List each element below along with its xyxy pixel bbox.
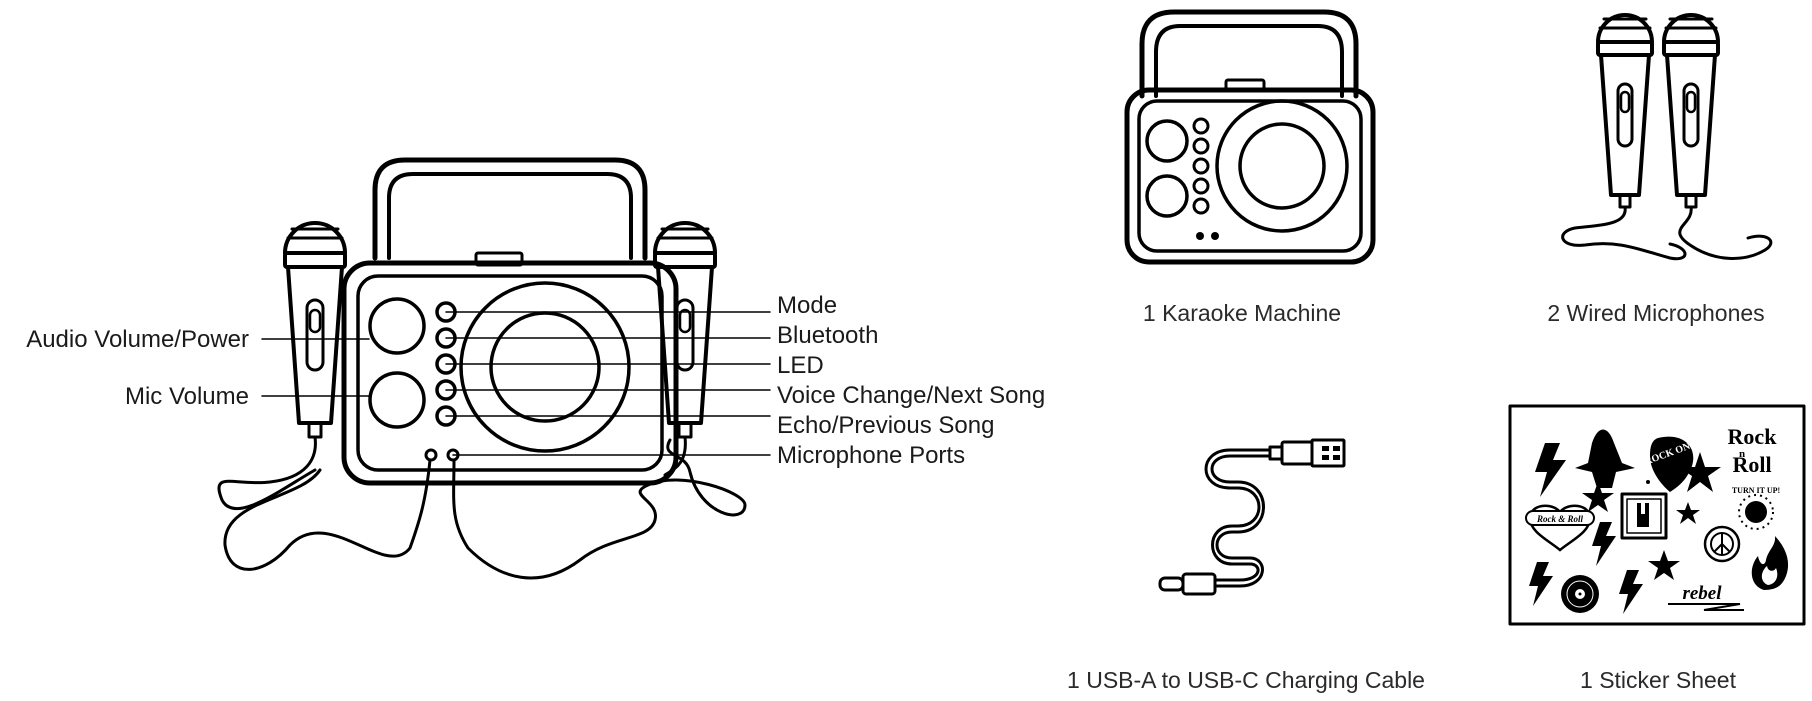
label-echo: Echo/Previous Song	[777, 412, 994, 439]
caption-karaoke-machine: 1 Karaoke Machine	[1143, 300, 1341, 326]
right-microphone	[653, 221, 717, 477]
sticker-rock-and-roll: Rock & Roll	[1536, 514, 1584, 524]
sticker-rebel: rebel	[1682, 583, 1722, 604]
two-microphones	[1561, 13, 1773, 261]
label-voice-change: Voice Change/Next Song	[777, 382, 1045, 409]
caption-microphones: 2 Wired Microphones	[1547, 300, 1764, 326]
usb-cable	[1158, 438, 1346, 596]
sticker-roll: Roll	[1732, 452, 1771, 477]
label-mode: Mode	[777, 292, 837, 319]
label-audio-volume-power: Audio Volume/Power	[26, 326, 249, 353]
main-karaoke-machine	[223, 157, 747, 580]
sticker-n: n	[1739, 448, 1745, 460]
small-karaoke-machine	[1124, 9, 1376, 265]
label-led: LED	[777, 352, 824, 379]
caption-cable: 1 USB-A to USB-C Charging Cable	[1067, 667, 1425, 693]
label-microphone-ports: Microphone Ports	[777, 442, 965, 469]
sticker-sheet: ROCK ON! Rock n Roll Rock & Roll TURN IT…	[1508, 404, 1806, 626]
caption-sticker-sheet: 1 Sticker Sheet	[1580, 667, 1737, 693]
callout-lines	[261, 311, 771, 456]
left-microphone	[217, 221, 347, 511]
label-bluetooth: Bluetooth	[777, 322, 878, 349]
label-mic-volume: Mic Volume	[125, 383, 249, 410]
sticker-turn-it-up: TURN IT UP!	[1732, 486, 1780, 495]
sticker-rock: Rock	[1728, 424, 1778, 449]
